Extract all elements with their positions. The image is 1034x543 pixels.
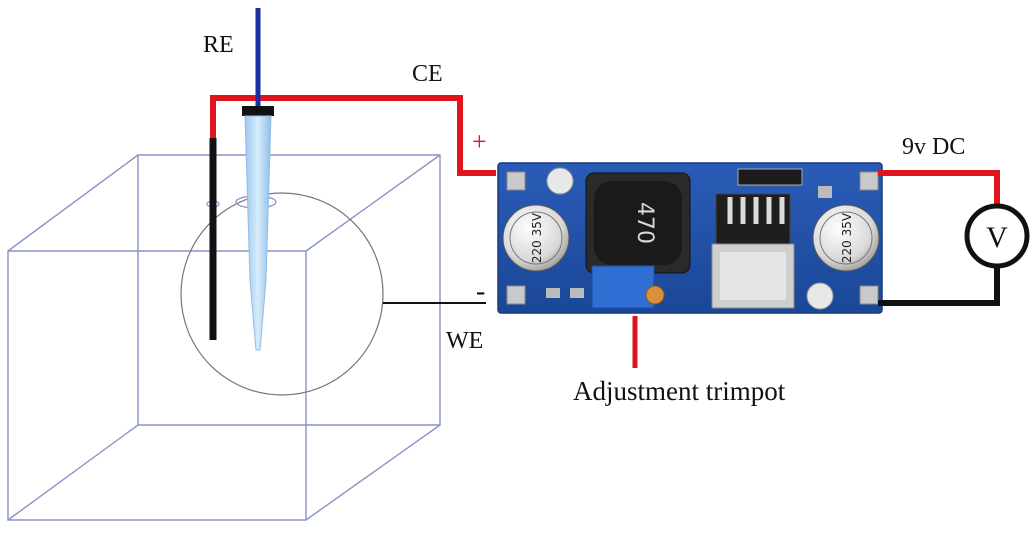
buck-converter-board: 220 35V 470 220 35V: [497, 162, 883, 314]
pad: [859, 171, 879, 191]
trimpot[interactable]: [591, 265, 655, 309]
regulator-ic: [715, 193, 791, 245]
re-label: RE: [203, 32, 234, 58]
pad: [506, 171, 526, 191]
plus-label: +: [472, 127, 487, 156]
capacitor-left: [502, 204, 570, 272]
inductor-code: 470: [632, 202, 657, 244]
we-label: WE: [446, 328, 483, 354]
mount-hole: [806, 282, 834, 310]
voltmeter-label: V: [986, 221, 1008, 254]
cell-cube: [7, 154, 441, 521]
capacitor-right: [812, 204, 880, 272]
reference-pipette: [244, 115, 272, 351]
mount-hole: [546, 167, 574, 195]
smd-diode: [737, 168, 803, 186]
voltmeter: [964, 203, 1030, 269]
capacitor-left-label: 220 35V: [530, 212, 544, 263]
pipette-cap: [242, 106, 274, 116]
pad: [506, 285, 526, 305]
trimpot-screw[interactable]: [645, 285, 665, 305]
pad: [859, 285, 879, 305]
ce-wire: [210, 95, 496, 176]
solution-circle: [180, 192, 384, 396]
capacitor-right-label: 220 35V: [840, 212, 854, 263]
ce-label: CE: [412, 61, 443, 87]
trimpot-label: Adjustment trimpot: [573, 376, 786, 406]
minus-label: -: [476, 276, 485, 307]
supply-label: 9v DC: [902, 134, 965, 160]
output-positive-wire: [878, 170, 1000, 206]
cube-back-face: [137, 154, 441, 426]
output-negative-wire: [878, 265, 1000, 306]
